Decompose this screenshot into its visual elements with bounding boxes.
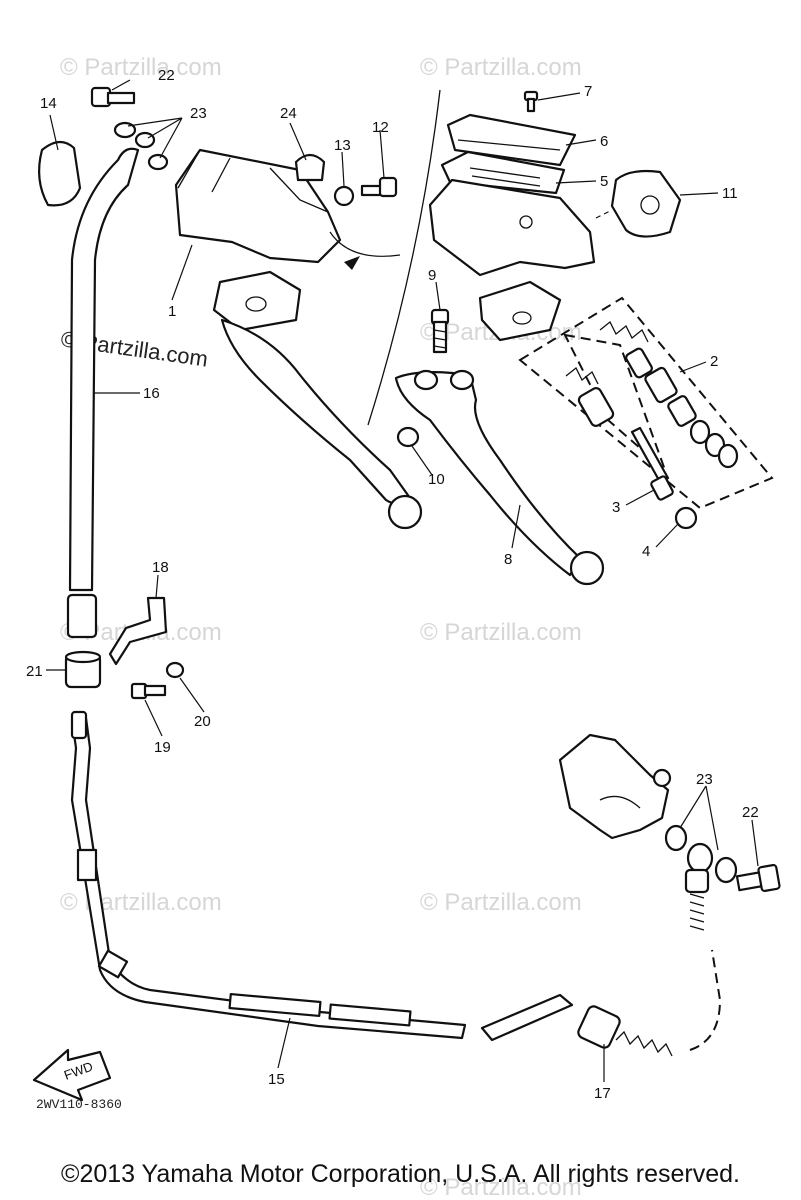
watermark: © Partzilla.com	[420, 1174, 582, 1200]
hose-sleeve	[97, 949, 129, 979]
push-rod-3	[630, 426, 674, 501]
union-bolt-22-lower	[735, 863, 781, 893]
bolt-9	[430, 308, 450, 354]
washer-23	[147, 153, 169, 171]
callout-2: 2	[710, 353, 718, 370]
hose-dashed	[689, 949, 722, 1051]
union-bolt-22	[90, 86, 136, 108]
nut-13	[333, 185, 355, 207]
callout-4: 4	[642, 543, 650, 560]
washer-23-lower	[686, 842, 714, 874]
fwd-arrow-icon: FWD	[32, 1048, 112, 1102]
lever-ball-left	[387, 494, 423, 530]
brake-lever-left	[220, 318, 412, 505]
callout-18: 18	[152, 559, 169, 576]
lever-pivot	[413, 369, 439, 391]
callout-12: 12	[372, 119, 389, 136]
caliper	[558, 733, 670, 840]
callout-13: 13	[334, 137, 351, 154]
callout-17: 17	[594, 1085, 611, 1102]
callout-19: 19	[154, 739, 171, 756]
diagram-code: 2WV110-8360	[36, 1097, 122, 1112]
washer-23-lower	[714, 856, 738, 884]
callout-8: 8	[504, 551, 512, 568]
callout-20: 20	[194, 713, 211, 730]
master-cylinder-clamp-1	[212, 270, 302, 332]
master-cylinder-body-right	[428, 178, 596, 277]
callout-14: 14	[40, 95, 57, 112]
callout-24: 24	[280, 105, 297, 122]
callout-10: 10	[428, 471, 445, 488]
spring-upper	[599, 320, 649, 343]
callout-23: 23	[190, 105, 207, 122]
callout-6: 6	[600, 133, 608, 150]
nut-10	[396, 426, 420, 448]
hose-clamp-18	[108, 596, 168, 666]
caliper-bleeder	[652, 768, 672, 788]
hose-16	[68, 147, 140, 592]
hose-15-lower	[480, 993, 574, 1042]
bracket-11	[610, 169, 682, 238]
rubber-cap-14	[37, 140, 82, 207]
hose-sleeve	[76, 848, 98, 882]
screw-7	[523, 90, 539, 113]
hose-sleeve-long	[228, 993, 322, 1017]
nut-20	[165, 661, 185, 679]
washer-23-lower	[664, 824, 688, 852]
lever-ball-right	[569, 550, 605, 586]
hose-sleeve-long	[328, 1003, 412, 1027]
washer-23	[113, 121, 137, 139]
callout-1: 1	[168, 303, 176, 320]
bolt-19	[130, 682, 167, 700]
callout-5: 5	[600, 173, 608, 190]
divider-line	[367, 89, 441, 426]
copyright-notice: ©2013 Yamaha Motor Corporation, U.S.A. A…	[61, 1160, 740, 1188]
callout-23-lower: 23	[696, 771, 713, 788]
watermark: © Partzilla.com	[60, 54, 222, 81]
ball-4	[674, 506, 698, 530]
brake-lever-8	[394, 371, 582, 577]
watermark: © Partzilla.com	[420, 889, 582, 916]
piston-lower	[577, 387, 615, 427]
piston-kit-box-2	[518, 296, 774, 510]
callout-21: 21	[26, 663, 43, 680]
lever-clamp-right	[478, 280, 562, 342]
callout-16: 16	[143, 385, 160, 402]
hose-end-17	[577, 1005, 673, 1057]
cap-24	[294, 153, 326, 182]
spring-lower	[565, 366, 599, 385]
callout-22: 22	[158, 67, 175, 84]
banjo-fitting	[684, 868, 710, 931]
callout-9: 9	[428, 267, 436, 284]
grommet-21	[64, 650, 102, 689]
callout-7: 7	[584, 83, 592, 100]
watermark: © Partzilla.com	[420, 619, 582, 646]
reservoir-cap-6	[446, 113, 577, 167]
callout-22-lower: 22	[742, 804, 759, 821]
hose-end-16	[66, 593, 98, 639]
callout-labels: 22 14 23 24 13 12 1 16 18 21 19 20 7 6 5…	[26, 67, 759, 1102]
hose-15-upper	[70, 716, 467, 1040]
callout-11: 11	[722, 185, 738, 202]
hose-fitting-top	[70, 710, 88, 740]
callout-15: 15	[268, 1071, 285, 1088]
callout-3: 3	[612, 499, 620, 516]
watermark: © Partzilla.com	[60, 889, 222, 916]
lever-pivot	[449, 369, 475, 391]
watermark: © Partzilla.com	[420, 54, 582, 81]
leader-lines	[46, 79, 759, 1082]
washer-23	[134, 131, 156, 149]
bolt-12	[360, 176, 398, 198]
piston-2	[625, 347, 697, 427]
seals-2	[689, 419, 739, 469]
